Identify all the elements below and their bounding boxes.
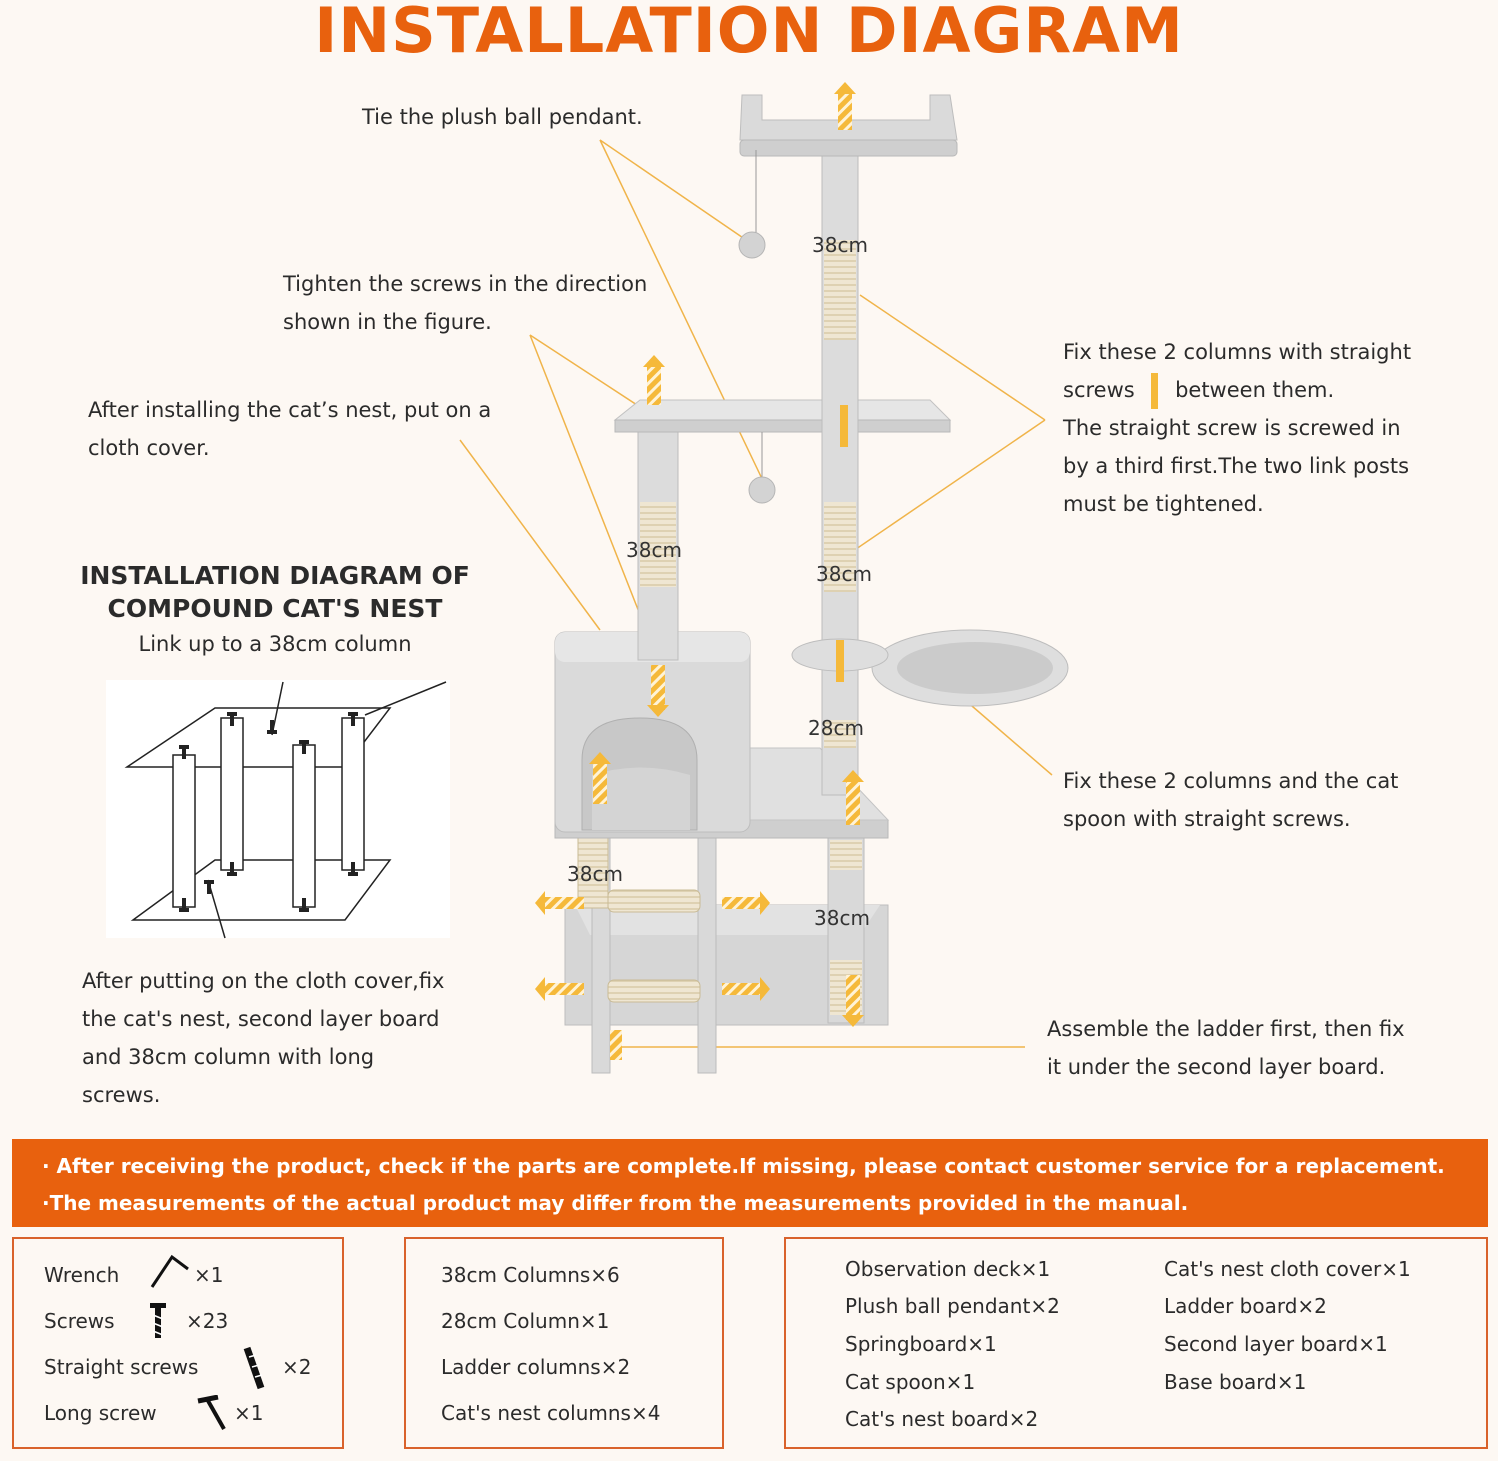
plush-ball-pendant bbox=[738, 150, 776, 504]
part-item: Straight screws bbox=[44, 1355, 199, 1379]
compound-nest-diagram bbox=[106, 680, 450, 939]
note-fix-columns: Fix these 2 columns with straight screws… bbox=[1063, 340, 1412, 516]
screw-icon bbox=[150, 1303, 166, 1338]
leader-lines bbox=[459, 139, 1053, 1048]
dimension-label: 38cm bbox=[626, 538, 682, 562]
part-item: Ladder board×2 bbox=[1164, 1294, 1327, 1318]
part-item: 38cm Columns×6 bbox=[441, 1263, 620, 1287]
subdiagram-title: INSTALLATION DIAGRAM OF COMPOUND CAT'S N… bbox=[80, 561, 470, 623]
part-item: 28cm Column×1 bbox=[441, 1309, 610, 1333]
note-plush-ball: Tie the plush ball pendant. bbox=[362, 105, 643, 129]
part-item: Second layer board×1 bbox=[1164, 1332, 1388, 1356]
straight-screw-icon bbox=[1151, 373, 1159, 409]
note-cat-spoon: Fix these 2 columns and the cat spoon wi… bbox=[1063, 769, 1399, 831]
part-item: Cat's nest board×2 bbox=[845, 1407, 1039, 1431]
dimension-label: 38cm bbox=[812, 233, 868, 257]
long-screw-icon bbox=[197, 1395, 226, 1430]
parts-box-hardware: Wrench ×1 Screws ×23 Straight screws ×2 … bbox=[12, 1237, 344, 1449]
note-cover-fix: After putting on the cloth cover,fix the… bbox=[82, 969, 445, 1107]
part-item: Base board×1 bbox=[1164, 1370, 1307, 1394]
part-item: Long screw bbox=[44, 1401, 157, 1425]
note-ladder: Assemble the ladder first, then fix it u… bbox=[1047, 1017, 1405, 1079]
straight-screw-icon bbox=[243, 1346, 265, 1390]
dimension-label: 38cm bbox=[567, 862, 623, 886]
dimension-label: 38cm bbox=[816, 562, 872, 586]
part-item: Cat's nest columns×4 bbox=[441, 1401, 661, 1425]
parts-box-columns: 38cm Columns×6 28cm Column×1 Ladder colu… bbox=[404, 1237, 724, 1449]
subdiagram-caption: Link up to a 38cm column bbox=[138, 632, 412, 656]
wrench-icon bbox=[150, 1254, 189, 1288]
part-item: Springboard×1 bbox=[845, 1332, 997, 1356]
cats-nest bbox=[554, 631, 751, 833]
page-title: INSTALLATION DIAGRAM bbox=[314, 0, 1184, 67]
parts-box-boards: Observation deck×1 Plush ball pendant×2 … bbox=[784, 1237, 1488, 1449]
part-qty: ×23 bbox=[186, 1309, 229, 1333]
observation-deck bbox=[739, 94, 958, 157]
part-item: Cat's nest cloth cover×1 bbox=[1164, 1257, 1411, 1281]
middle-board bbox=[613, 399, 952, 433]
part-qty: ×1 bbox=[194, 1263, 224, 1287]
notice-banner: · After receiving the product, check if … bbox=[12, 1139, 1488, 1227]
part-qty: ×2 bbox=[282, 1355, 312, 1379]
part-item: Cat spoon×1 bbox=[845, 1370, 976, 1394]
cat-tree-diagram: 38cm 38cm 38cm 28cm 38cm 38cm bbox=[106, 82, 1069, 1074]
part-item: Screws bbox=[44, 1309, 115, 1333]
screw-arrows bbox=[535, 82, 864, 1060]
dimension-label: 38cm bbox=[814, 906, 870, 930]
part-item: Plush ball pendant×2 bbox=[845, 1294, 1060, 1318]
note-cloth-cover: After installing the cat’s nest, put on … bbox=[88, 398, 492, 460]
part-item: Observation deck×1 bbox=[845, 1257, 1051, 1281]
note-tighten: Tighten the screws in the direction show… bbox=[283, 272, 648, 334]
part-qty: ×1 bbox=[234, 1401, 264, 1425]
part-item: Ladder columns×2 bbox=[441, 1355, 631, 1379]
part-item: Wrench bbox=[44, 1263, 120, 1287]
dimension-label: 28cm bbox=[808, 716, 864, 740]
